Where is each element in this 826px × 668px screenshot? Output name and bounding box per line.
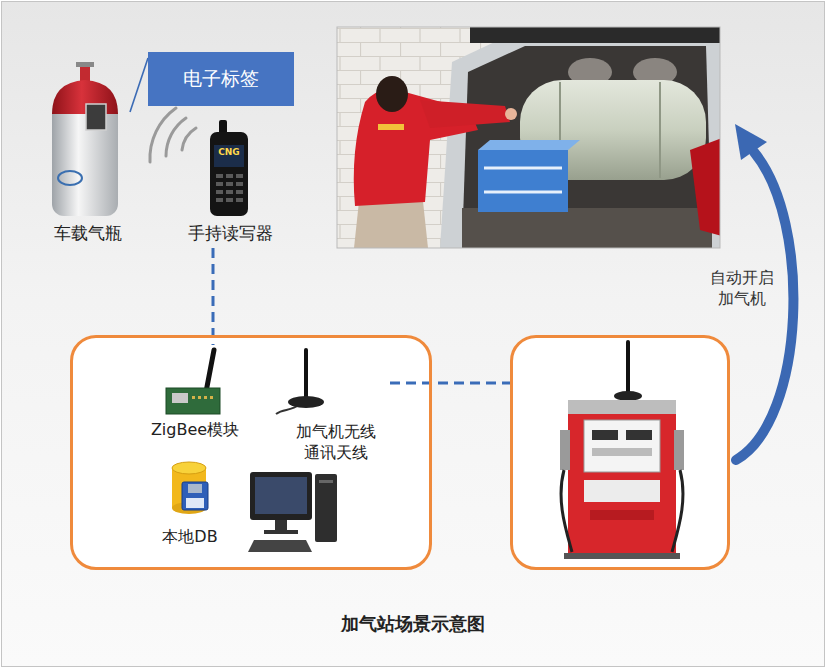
computer-icon — [248, 472, 337, 552]
photo-border — [337, 27, 720, 248]
zigbee-module — [166, 350, 220, 414]
node-text: 车载气瓶 — [46, 223, 130, 244]
group-ground — [70, 335, 432, 570]
station-group: ZigBee模块 加气机无线 通讯天线本地DB — [70, 335, 432, 570]
dashed-link — [390, 382, 510, 385]
zigbee-node: ZigBee模块 — [140, 345, 250, 445]
station-photo — [337, 27, 720, 248]
tag-box: 电子标签 — [148, 52, 294, 106]
screen-text: CNG — [214, 147, 244, 158]
dispenser-group — [510, 335, 730, 570]
node-text: 电子标签 — [183, 66, 259, 92]
node-text: ZigBee模块 — [140, 420, 250, 441]
figure-caption: 加气站场景示意图 — [0, 612, 826, 636]
cylinder-node: 车载气瓶 — [46, 64, 130, 248]
node-text: 加气机无线 通讯天线 — [292, 422, 380, 464]
arrow-label: 自动开启 加气机 — [702, 268, 782, 310]
leader-link — [130, 58, 148, 112]
database-icon — [172, 462, 208, 514]
wireless-waves — [150, 108, 196, 162]
gas-cylinder — [52, 62, 118, 216]
reader-node: 手持读写器 — [172, 116, 288, 248]
antenna-icon — [276, 350, 324, 414]
database-node: 本地DB — [150, 458, 230, 552]
handheld-reader — [210, 120, 248, 216]
group-ground — [510, 335, 730, 570]
gas-dispenser — [560, 342, 684, 559]
node-text: 手持读写器 — [172, 223, 288, 244]
dashed-link — [212, 248, 215, 345]
antenna-node: 加气机无线 通讯天线 — [282, 345, 390, 468]
node-text: 本地DB — [150, 527, 230, 548]
